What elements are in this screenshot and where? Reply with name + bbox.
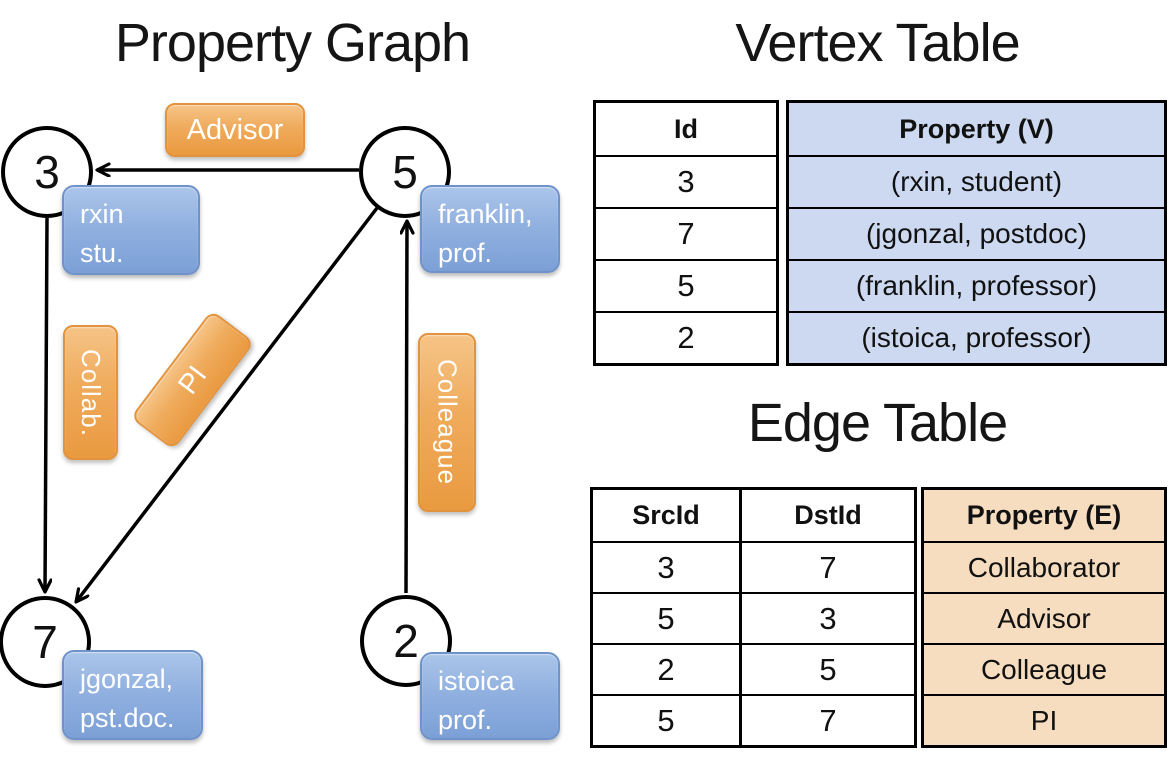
edge-label-text: Collab.: [76, 348, 106, 437]
vertex-table-property-header: Property (V): [789, 103, 1164, 155]
edge-table-property-header: Property (E): [924, 490, 1164, 541]
vertex-card-line: franklin,: [438, 199, 533, 229]
vertex-property-cell: (jgonzal, postdoc): [789, 207, 1164, 259]
vertex-card-line: rxin: [80, 199, 124, 229]
node-label: 2: [393, 615, 419, 667]
edge-collaborator-3-to-7: [45, 217, 47, 592]
vertex-id-cell: 2: [596, 311, 776, 363]
edge-srcid-cell: 2: [593, 643, 739, 694]
vertex-card-line: prof.: [438, 238, 493, 268]
vertex-id-cell: 5: [596, 259, 776, 311]
vertex-card-line: stu.: [80, 238, 124, 268]
edge-table-dstid-column: DstId 7 3 5 7: [739, 487, 917, 748]
edge-label-text: Advisor: [186, 113, 284, 146]
vertex-card-franklin: franklin, prof.: [420, 185, 560, 273]
vertex-card-line: jgonzal,: [80, 664, 174, 694]
edge-dstid-cell: 5: [742, 643, 914, 694]
edge-label-colleague: Colleague: [418, 333, 476, 512]
edge-colleague-2-to-5: [406, 221, 407, 594]
node-label: 7: [32, 616, 58, 668]
edge-srcid-cell: 3: [593, 541, 739, 592]
edge-table-dstid-header: DstId: [794, 500, 862, 530]
vertex-id-cell: 3: [596, 155, 776, 207]
edge-table-srcid-column: SrcId 3 5 2 5: [590, 487, 742, 748]
edge-label-text: PI: [171, 359, 213, 400]
node-label: 3: [34, 146, 60, 198]
edge-property-cell: Advisor: [924, 592, 1164, 643]
vertex-card-line: pst.doc.: [80, 703, 175, 733]
vertex-id-cell: 7: [596, 207, 776, 259]
edge-property-cell: Colleague: [924, 643, 1164, 694]
vertex-property-cell: (franklin, professor): [789, 259, 1164, 311]
edge-label-advisor: Advisor: [165, 103, 305, 157]
vertex-property-cell: (istoica, professor): [789, 311, 1164, 363]
edge-property-cell: Collaborator: [924, 541, 1164, 592]
vertex-table-property-column: Property (V) (rxin, student) (jgonzal, p…: [786, 100, 1167, 366]
edge-label-text: Colleague: [432, 359, 463, 486]
vertex-card-line: istoica: [438, 666, 515, 696]
vertex-card-istoica: istoica prof.: [420, 652, 560, 740]
graph-title: Property Graph: [114, 13, 471, 73]
edge-label-collaborator: Collab.: [63, 325, 118, 460]
edge-srcid-cell: 5: [593, 592, 739, 643]
edge-label-pi: PI: [130, 309, 255, 451]
node-label: 5: [392, 146, 418, 198]
edge-property-cell: PI: [924, 694, 1164, 745]
vertex-table-id-column: Id 3 7 5 2: [593, 100, 779, 366]
edge-table-srcid-header: SrcId: [632, 500, 700, 530]
edge-dstid-cell: 7: [742, 541, 914, 592]
vertex-property-cell: (rxin, student): [789, 155, 1164, 207]
vertex-table-id-header: Id: [674, 113, 698, 144]
edge-srcid-cell: 5: [593, 694, 739, 745]
edge-table-property-column: Property (E) Collaborator Advisor Collea…: [921, 487, 1167, 748]
vertex-table-title: Vertex Table: [735, 13, 1020, 73]
edge-table-title: Edge Table: [747, 393, 1008, 453]
vertex-card-rxin: rxin stu.: [62, 185, 200, 275]
edge-dstid-cell: 3: [742, 592, 914, 643]
graph-node-3: 3: [1, 126, 93, 218]
edge-table-id-columns: SrcId 3 5 2 5 DstId 7 3 5 7: [590, 487, 917, 756]
vertex-card-line: prof.: [438, 705, 493, 735]
edge-dstid-cell: 7: [742, 694, 914, 745]
vertex-card-jgonzal: jgonzal, pst.doc.: [62, 650, 203, 740]
